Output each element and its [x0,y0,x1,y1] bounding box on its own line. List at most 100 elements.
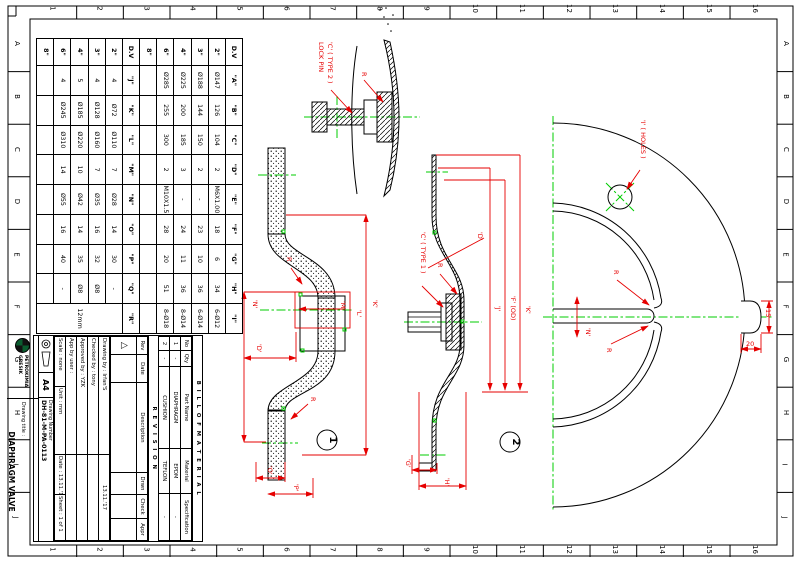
lock-pin-label: LOCK PIN [317,42,325,72]
grid-label: A [12,41,21,47]
grid-label: 15 [704,4,713,13]
grid-label: C [12,146,21,152]
plan-r1: R [612,270,620,275]
dim-cell: "M" [122,154,140,185]
revision-triangle-icon: △ [119,342,129,349]
grid-label: H [782,409,791,415]
view2-number: 2 [510,439,521,446]
view2-dim-f: 'F' (OD) [509,296,517,321]
dim-cell: Ø55 [53,184,71,215]
grid-label: 11 [517,4,526,13]
dim-cell: Ø225 [173,65,192,96]
dim-cell [36,65,54,96]
view1-number: 1 [327,437,338,444]
dim-cell: 24 [173,214,192,245]
grid-label: 15 [704,545,713,554]
grid-label: E [12,251,21,257]
dim-cell: Ø147 [208,65,226,96]
tab-width-dim: 20 [746,340,754,348]
dim-d: 'D' [255,344,263,353]
dim-cell [36,125,54,155]
dim-cell: 18 [208,214,226,245]
dim-cell: "I" [225,303,243,334]
bom-cell: - [158,493,170,541]
grid-label: 9 [422,547,431,552]
grid-label: B [12,93,21,99]
dim-cell: "C" [225,125,243,155]
drawing-number-label: Drawing Number [47,400,52,441]
rev-header: Date [136,354,148,383]
bom-cell: 2 [158,336,170,351]
dim-cell: 35 [70,244,89,274]
rev-cell [110,472,137,495]
dim-cell: D.V [122,38,140,66]
dim-cell: "L" [122,125,140,155]
grid-label: 7 [329,547,338,552]
dim-cell: 10 [70,154,89,185]
grid-label: 8 [375,547,384,552]
dim-cell [36,95,54,126]
bom-header: Material [180,448,192,494]
grid-label: G [13,356,22,363]
dim-cell: "J" [122,65,140,96]
plan-view: 'I' ( HOLES ) 'N' R R 20 15 [552,120,773,508]
grid-label: C [781,146,790,152]
drawing-by: Drawing by : Irfan'S [98,336,110,455]
drawing-number-value: DH-81-M-PA-0113 [40,400,47,462]
dim-cell: "R" [122,303,140,334]
approved-by: Approved by : YZK [76,336,88,455]
dim-cell: 2 [191,154,209,185]
grid-label: 2 [95,547,104,552]
dim-cell: 36 [173,273,192,304]
company-name-1: PETROKIMIA [22,355,28,388]
dim-cell [139,65,157,96]
sheet: Sheet : 1 of 1 [54,494,66,541]
grid-label: D [13,198,22,205]
dim-cell: M10X1.5 [156,184,174,215]
date: Date : 13.11.'17 [54,454,66,495]
dim-cell: 8" [139,38,157,66]
dim-cell: "P" [122,244,140,274]
rev-header: Drwn [136,472,148,495]
company-logo-icon [15,338,30,353]
dim-cell: 8" [36,38,54,66]
dim-cell: 14 [70,214,89,245]
dim-cell [139,125,157,155]
revision-title: R E V I S I O N [148,336,158,541]
dim-cell [36,244,54,274]
grid-label: 8 [375,6,384,11]
dim-cell: Ø110 [105,125,123,155]
dim-cell: "A" [225,65,243,96]
dim-cell: M6X1.00 [208,184,226,215]
dim-cell: 2" [105,38,123,66]
dim-cell: Ø8 [88,273,106,304]
dim-cell: 7 [105,154,123,185]
dim-cell [36,154,54,185]
dim-cell: "E" [225,184,243,215]
dim-r-lower: R [309,397,317,402]
third-angle-projection-icon [41,339,51,367]
dim-cell: 4 [105,65,123,96]
bom-cell: 1 [169,336,181,351]
dim-cell: - [191,184,209,215]
rev-cell [110,354,137,383]
dim-cell [139,214,157,245]
grid-label: 10 [471,545,480,554]
dim-cell: - [173,184,192,215]
view2-dim-h: 'H' [443,478,451,487]
bom-cell: TEFLON [158,448,170,494]
dim-cell [139,184,157,215]
grid-label: 6 [282,6,291,11]
grid-label: 16 [751,4,760,13]
grid-label: 1 [49,6,58,11]
dim-cell: 40 [53,244,71,274]
grid-label: 13 [611,545,620,554]
detail-view-lock-pin: 'C' ( TYPE 2 ) LOCK PIN R [311,7,400,198]
dim-cell: 4" [173,38,192,66]
grid-label: 4 [189,547,198,552]
dim-r-upper: R [285,257,293,262]
